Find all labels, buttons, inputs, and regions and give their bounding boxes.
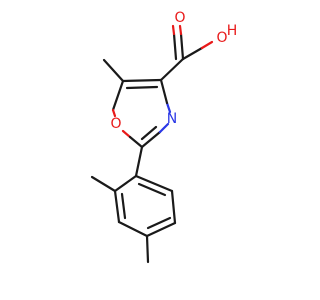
molecule-structure: O O H O N	[90, 10, 238, 264]
bond-c-oh-red	[200, 40, 214, 50]
bond-ar3-ar4	[117, 220, 149, 238]
bond-c-carbonyl-inner-red	[171, 24, 176, 36]
bond-c-carbonyl-inner	[172, 32, 178, 61]
bond-c-oh	[181, 46, 204, 61]
carbonyl-oxygen-label: O	[174, 10, 185, 26]
bond-c2-n3	[140, 130, 162, 149]
bond-ar4-ar5-inner	[146, 216, 172, 230]
bond-c4-cooh	[159, 57, 185, 82]
bond-c5-methyl	[102, 58, 125, 83]
bond-c4-c5-inner	[125, 85, 159, 90]
bond-c2-n3-blue	[158, 122, 170, 134]
bond-c-carbonyl-red	[178, 24, 183, 36]
hydroxyl-hydrogen-label: H	[227, 23, 238, 39]
bond-ar1-ar2	[113, 174, 138, 193]
bond-ar6-ar1	[134, 174, 174, 193]
bond-c5-o1	[111, 79, 125, 112]
bond-o1-c2-red	[121, 129, 132, 139]
bond-ar2-ar3-inner	[120, 192, 127, 220]
bond-ar5-ar6	[170, 189, 177, 225]
structure-canvas: O O H O N	[90, 10, 238, 264]
bond-o1-c2	[128, 135, 144, 149]
bond-ar2-ar3	[113, 189, 121, 224]
bond-ortho-methyl	[90, 175, 117, 193]
bond-c4-c5	[121, 78, 163, 83]
bond-n3-c4	[159, 78, 169, 105]
bond-ar6-ar1-inner	[137, 182, 167, 197]
bond-ar4-ar5	[145, 221, 177, 238]
bond-c2-n3-inner	[140, 125, 158, 141]
bond-c5-o1-red	[111, 108, 117, 118]
bond-c2-phenyl	[134, 145, 144, 178]
bond-n3-c4-blue	[165, 101, 172, 114]
hydroxyl-oxygen-label: O	[216, 30, 227, 46]
bond-c-carbonyl	[179, 32, 185, 61]
ring-oxygen-label: O	[110, 116, 121, 132]
ring-nitrogen-label: N	[167, 111, 177, 127]
bond-para-methyl	[145, 234, 150, 264]
